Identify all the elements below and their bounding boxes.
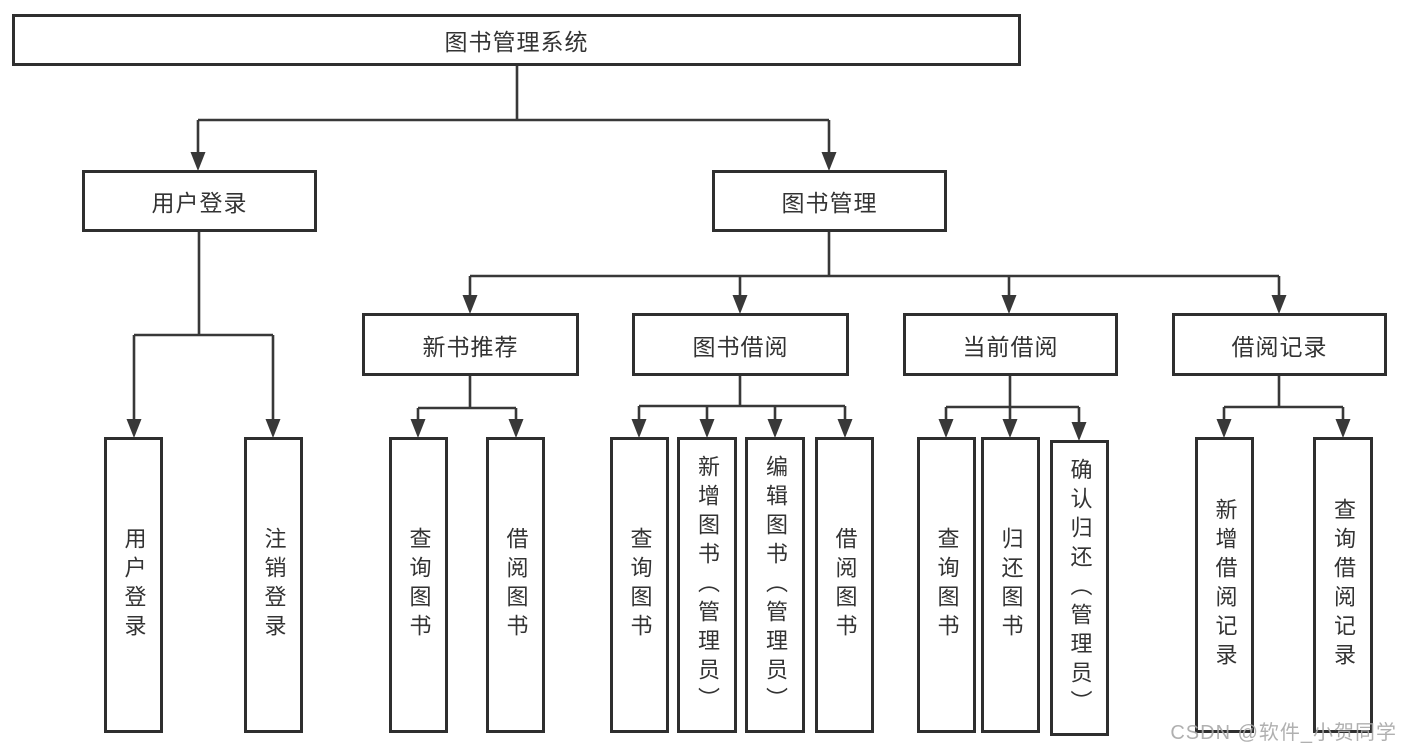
node-add-borrow-record: 新增借阅记录 <box>1195 437 1254 733</box>
node-label: 图书借阅 <box>692 333 789 360</box>
node-label: 查询借阅记录 <box>1331 498 1356 672</box>
node-label: 当前借阅 <box>962 333 1059 360</box>
node-label: 新增借阅记录 <box>1212 498 1238 672</box>
node-library-management-system: 图书管理系统 <box>12 14 1021 66</box>
node-query-books: 查询图书 <box>917 437 976 733</box>
node-borrow-books: 借阅图书 <box>486 437 545 733</box>
node-label: 借阅记录 <box>1231 333 1328 360</box>
csdn-watermark: CSDN @软件_小贺同学 <box>1170 722 1397 744</box>
node-confirm-return-admin: 确认归还（管理员） <box>1050 440 1109 736</box>
node-borrowing-records: 借阅记录 <box>1172 313 1387 376</box>
node-edit-book-admin: 编辑图书（管理员） <box>745 437 805 733</box>
node-label: 新书推荐 <box>422 333 519 360</box>
node-label: 借阅图书 <box>832 527 858 643</box>
node-label: 用户登录 <box>121 527 147 643</box>
node-label: 确认归还（管理员） <box>1067 457 1093 719</box>
node-label: 归还图书 <box>998 527 1024 643</box>
node-query-books: 查询图书 <box>610 437 669 733</box>
node-user-login-leaf: 用户登录 <box>104 437 163 733</box>
node-return-books: 归还图书 <box>981 437 1040 733</box>
node-user-login: 用户登录 <box>82 170 317 232</box>
node-query-books: 查询图书 <box>389 437 448 733</box>
node-new-book-recommend: 新书推荐 <box>362 313 579 376</box>
node-label: 图书管理 <box>781 190 878 216</box>
node-label: 编辑图书（管理员） <box>763 454 788 716</box>
node-current-borrowing: 当前借阅 <box>903 313 1118 376</box>
node-logout: 注销登录 <box>244 437 303 733</box>
node-label: 查询图书 <box>934 527 960 643</box>
node-book-borrowing: 图书借阅 <box>632 313 849 376</box>
node-label: 查询图书 <box>406 527 432 643</box>
node-label: 查询图书 <box>627 527 653 643</box>
node-label: 借阅图书 <box>503 527 529 643</box>
node-label: 用户登录 <box>151 190 248 216</box>
node-label: 图书管理系统 <box>444 29 589 55</box>
node-add-book-admin: 新增图书（管理员） <box>677 437 737 733</box>
node-label: 新增图书（管理员） <box>695 454 720 716</box>
node-label: 注销登录 <box>261 527 287 643</box>
node-borrow-books: 借阅图书 <box>815 437 874 733</box>
node-query-borrow-record: 查询借阅记录 <box>1313 437 1373 733</box>
node-book-management: 图书管理 <box>712 170 947 232</box>
